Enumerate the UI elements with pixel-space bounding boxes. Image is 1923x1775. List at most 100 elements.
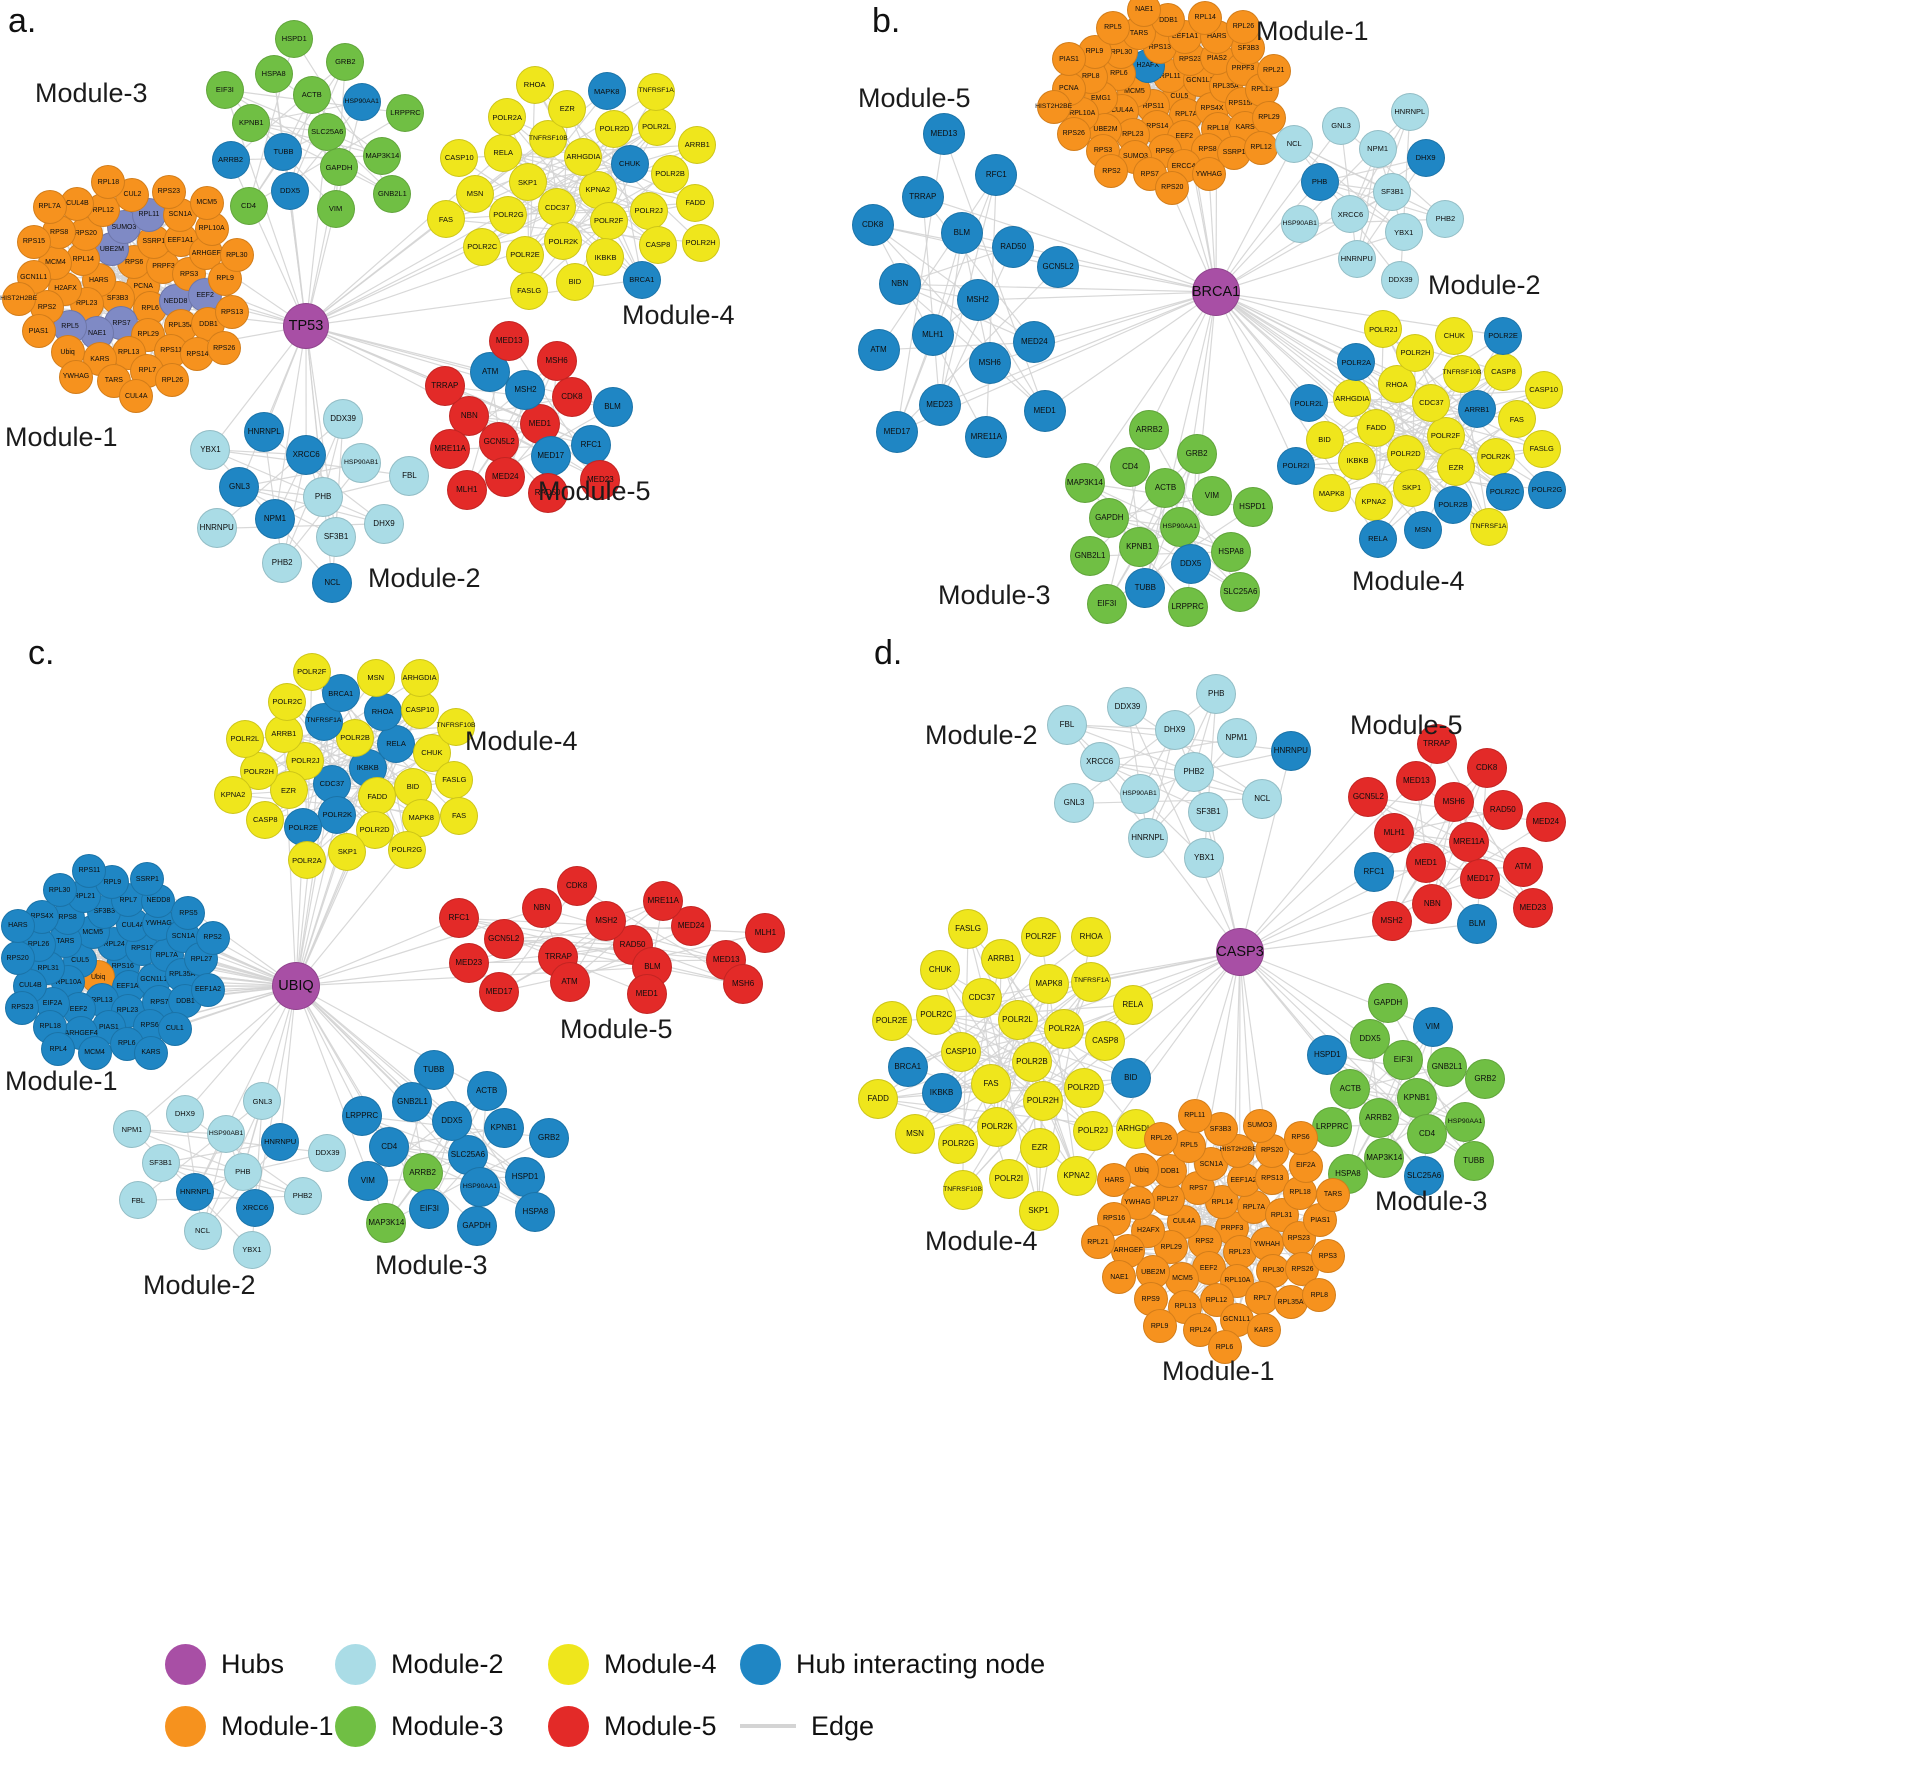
node-gnl3[interactable]: GNL3 bbox=[219, 467, 260, 508]
node-med23[interactable]: MED23 bbox=[580, 459, 621, 500]
node-cdk8[interactable]: CDK8 bbox=[556, 866, 597, 907]
node-hsp90ab1[interactable]: HSP90AB1 bbox=[1280, 204, 1319, 243]
node-kpna2[interactable]: KPNA2 bbox=[1056, 1155, 1097, 1196]
node-npm1[interactable]: NPM1 bbox=[113, 1110, 152, 1149]
node-mlh1[interactable]: MLH1 bbox=[1374, 812, 1415, 853]
node-sf3b1[interactable]: SF3B1 bbox=[141, 1144, 180, 1183]
node-ddx39[interactable]: DDX39 bbox=[1381, 260, 1420, 299]
node-cd4[interactable]: CD4 bbox=[1407, 1114, 1448, 1154]
node-ncl[interactable]: NCL bbox=[1242, 778, 1283, 819]
node-rps5[interactable]: RPS5 bbox=[171, 896, 206, 931]
node-ybx1[interactable]: YBX1 bbox=[190, 429, 231, 470]
node-fbl[interactable]: FBL bbox=[119, 1181, 158, 1220]
node-skp1[interactable]: SKP1 bbox=[508, 163, 547, 202]
node-mlh1[interactable]: MLH1 bbox=[745, 913, 786, 954]
node-eif2a[interactable]: EIF2A bbox=[1288, 1148, 1323, 1183]
node-fadd[interactable]: FADD bbox=[858, 1079, 899, 1120]
node-skp1[interactable]: SKP1 bbox=[1018, 1190, 1059, 1231]
node-fas[interactable]: FAS bbox=[426, 200, 465, 239]
hub-casp3[interactable]: CASP3 bbox=[1216, 928, 1264, 976]
node-vim[interactable]: VIM bbox=[1412, 1006, 1453, 1047]
node-rad50[interactable]: RAD50 bbox=[527, 473, 568, 514]
node-kars[interactable]: KARS bbox=[1246, 1313, 1281, 1348]
node-atm[interactable]: ATM bbox=[549, 962, 590, 1003]
node-med17[interactable]: MED17 bbox=[875, 411, 918, 454]
node-mapk8[interactable]: MAPK8 bbox=[587, 72, 626, 111]
node-arhgdia[interactable]: ARHGDIA bbox=[400, 658, 439, 697]
node-ezr[interactable]: EZR bbox=[1019, 1127, 1060, 1168]
node-polr2g[interactable]: POLR2G bbox=[489, 195, 528, 234]
node-tnfrsf10b[interactable]: TNFRSF10B bbox=[942, 1169, 983, 1210]
node-gapdh[interactable]: GAPDH bbox=[1367, 983, 1408, 1024]
node-mlh1[interactable]: MLH1 bbox=[911, 314, 954, 357]
node-tubb[interactable]: TUBB bbox=[1125, 567, 1166, 608]
node-med24[interactable]: MED24 bbox=[1525, 802, 1566, 843]
node-npm1[interactable]: NPM1 bbox=[254, 499, 295, 540]
node-ikbkb[interactable]: IKBKB bbox=[1338, 441, 1377, 480]
node-actb[interactable]: ACTB bbox=[292, 75, 331, 114]
node-arrb2[interactable]: ARRB2 bbox=[402, 1153, 443, 1194]
node-polr2l[interactable]: POLR2L bbox=[997, 1000, 1038, 1041]
node-kpna2[interactable]: KPNA2 bbox=[1354, 483, 1393, 522]
node-polr2f[interactable]: POLR2F bbox=[589, 201, 628, 240]
node-rps6[interactable]: RPS6 bbox=[1283, 1120, 1318, 1155]
node-chuk[interactable]: CHUK bbox=[920, 950, 961, 991]
node-polr2h[interactable]: POLR2H bbox=[1396, 334, 1435, 373]
node-casp8[interactable]: CASP8 bbox=[246, 800, 285, 839]
node-eif3i[interactable]: EIF3I bbox=[409, 1188, 450, 1229]
node-phb2[interactable]: PHB2 bbox=[262, 542, 303, 583]
node-rpl30[interactable]: RPL30 bbox=[219, 238, 254, 273]
node-mre11a[interactable]: MRE11A bbox=[965, 416, 1008, 459]
node-msn[interactable]: MSN bbox=[356, 658, 395, 697]
node-hnrnpl[interactable]: HNRNPL bbox=[1127, 817, 1168, 858]
node-rpl6[interactable]: RPL6 bbox=[1207, 1330, 1242, 1365]
node-mcm5[interactable]: MCM5 bbox=[189, 185, 224, 220]
node-rela[interactable]: RELA bbox=[1358, 519, 1397, 558]
node-grb2[interactable]: GRB2 bbox=[326, 43, 365, 82]
node-arhgdia[interactable]: ARHGDIA bbox=[564, 138, 603, 177]
node-polr2j[interactable]: POLR2J bbox=[1364, 310, 1403, 349]
node-trrap[interactable]: TRRAP bbox=[424, 366, 465, 407]
node-actb[interactable]: ACTB bbox=[1145, 468, 1186, 509]
node-casp8[interactable]: CASP8 bbox=[1484, 352, 1523, 391]
node-ybx1[interactable]: YBX1 bbox=[1384, 213, 1423, 252]
node-atm[interactable]: ATM bbox=[470, 352, 511, 393]
node-dhx9[interactable]: DHX9 bbox=[363, 503, 404, 544]
node-mre11a[interactable]: MRE11A bbox=[430, 429, 471, 470]
node-ddb1[interactable]: DDB1 bbox=[1153, 1154, 1188, 1189]
node-rps11[interactable]: RPS11 bbox=[72, 853, 107, 888]
node-hnrnpu[interactable]: HNRNPU bbox=[196, 508, 237, 549]
node-rps2[interactable]: RPS2 bbox=[1094, 154, 1129, 189]
node-rpl26[interactable]: RPL26 bbox=[155, 363, 190, 398]
node-rhoa[interactable]: RHOA bbox=[363, 692, 402, 731]
node-trrap[interactable]: TRRAP bbox=[1416, 723, 1457, 764]
node-polr2h[interactable]: POLR2H bbox=[681, 223, 720, 262]
node-bid[interactable]: BID bbox=[1110, 1058, 1151, 1099]
node-xrcc6[interactable]: XRCC6 bbox=[1079, 742, 1120, 783]
node-msh6[interactable]: MSH6 bbox=[1433, 782, 1474, 823]
node-ddx5[interactable]: DDX5 bbox=[1170, 543, 1211, 584]
node-polr2a[interactable]: POLR2A bbox=[1044, 1008, 1085, 1049]
node-hspa8[interactable]: HSPA8 bbox=[254, 55, 293, 94]
node-polr2d[interactable]: POLR2D bbox=[595, 109, 634, 148]
node-hspd1[interactable]: HSPD1 bbox=[275, 20, 314, 59]
node-grb2[interactable]: GRB2 bbox=[528, 1117, 569, 1158]
node-rhoa[interactable]: RHOA bbox=[1071, 917, 1112, 958]
node-kpnb1[interactable]: KPNB1 bbox=[1396, 1078, 1437, 1118]
node-grb2[interactable]: GRB2 bbox=[1176, 434, 1217, 475]
node-polr2e[interactable]: POLR2E bbox=[871, 1001, 912, 1042]
node-ddx39[interactable]: DDX39 bbox=[323, 398, 364, 439]
node-med24[interactable]: MED24 bbox=[1013, 321, 1056, 364]
node-ybx1[interactable]: YBX1 bbox=[1184, 838, 1225, 879]
node-slc25a6[interactable]: SLC25A6 bbox=[1220, 571, 1261, 612]
node-eif3i[interactable]: EIF3I bbox=[1086, 584, 1127, 625]
node-ncl[interactable]: NCL bbox=[312, 563, 353, 604]
node-polr2a[interactable]: POLR2A bbox=[1337, 343, 1376, 382]
node-msn[interactable]: MSN bbox=[895, 1113, 936, 1154]
node-hars[interactable]: HARS bbox=[0, 908, 35, 943]
node-polr2e[interactable]: POLR2E bbox=[284, 808, 323, 847]
node-grb2[interactable]: GRB2 bbox=[1465, 1058, 1506, 1099]
node-arrb1[interactable]: ARRB1 bbox=[264, 715, 303, 754]
node-trrap[interactable]: TRRAP bbox=[901, 175, 944, 218]
node-arrb2[interactable]: ARRB2 bbox=[1129, 410, 1170, 451]
